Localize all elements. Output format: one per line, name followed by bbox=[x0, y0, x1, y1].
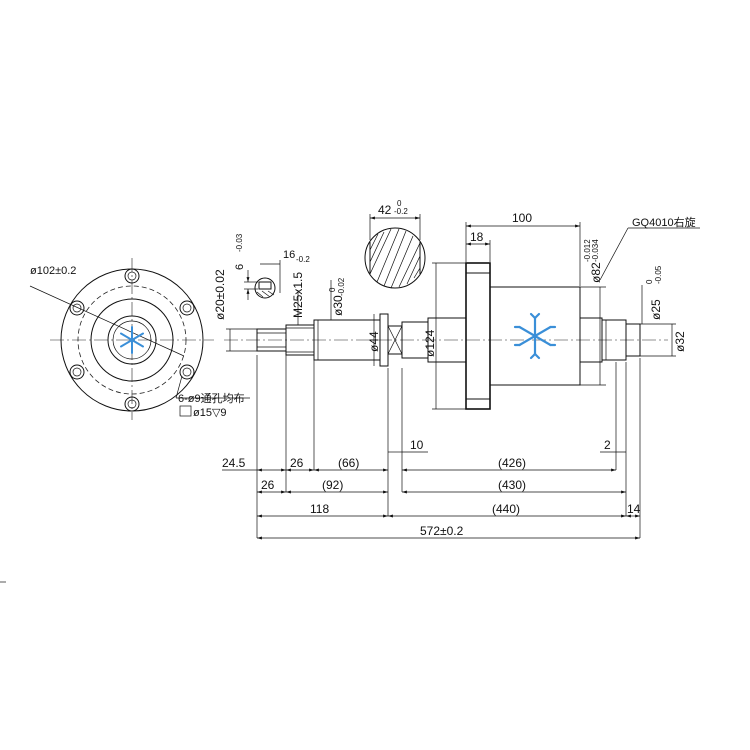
flange-thickness-label: 18 bbox=[470, 230, 484, 244]
flange-diameter-label: ø102±0.2 bbox=[30, 265, 76, 277]
dim-426: (426) bbox=[498, 456, 526, 470]
key-width-label: 6 bbox=[234, 264, 246, 270]
top-dimensions: 100 18 GQ4010右旋 bbox=[465, 211, 700, 286]
dim-118: 118 bbox=[310, 502, 329, 516]
flange-end-view: ø102±0.2 6-ø9通孔均布 ø15▽9 bbox=[29, 258, 250, 420]
bottom-dimensions: 24.5 26 (66) 10 (426) 2 26 (92) (430) 11… bbox=[222, 355, 641, 540]
dim-66: (66) bbox=[338, 456, 359, 470]
d82-tol-upper: -0.012 bbox=[583, 239, 592, 262]
nut-section: 42 0 -0.2 bbox=[364, 199, 426, 289]
nut-width-tol-lower: -0.2 bbox=[394, 207, 408, 216]
key-length-label: 16 bbox=[283, 249, 295, 261]
d124-label: ø124 bbox=[423, 329, 437, 357]
dim-430: (430) bbox=[498, 478, 526, 492]
holes-label: 6-ø9通孔均布 bbox=[178, 392, 245, 405]
dim-10: 10 bbox=[410, 438, 424, 452]
dim-440: (440) bbox=[492, 502, 520, 516]
d82-tol-lower: -0.034 bbox=[591, 239, 600, 262]
nut-width-label: 42 bbox=[378, 203, 392, 217]
nut-width-tol-upper: 0 bbox=[397, 199, 402, 208]
d32-label: ø32 bbox=[673, 331, 687, 352]
d30-tol-upper: 0 bbox=[328, 287, 337, 292]
dim-92: (92) bbox=[322, 478, 343, 492]
d44-label: ø44 bbox=[367, 331, 381, 352]
d30-tol-lower: -0.02 bbox=[337, 277, 346, 296]
d82-label: ø82 bbox=[589, 262, 603, 283]
m25-label: M25x1.5 bbox=[291, 272, 305, 318]
dim-2: 2 bbox=[604, 438, 611, 452]
dim-26-b: 26 bbox=[261, 478, 275, 492]
bolt-holes bbox=[69, 268, 195, 412]
d30-label: ø30 bbox=[331, 295, 345, 316]
key-section: 6 -0.03 16 -0.2 bbox=[234, 233, 310, 300]
shaft-labels: ø20±0.02 M25x1.5 ø30 0 -0.02 ø44 ø124 ø8… bbox=[213, 239, 687, 410]
counterbore-label: ø15▽9 bbox=[193, 407, 227, 419]
d25-tol-lower: -0.05 bbox=[654, 265, 663, 284]
model-label: GQ4010右旋 bbox=[632, 215, 696, 229]
d25-label: ø25 bbox=[649, 299, 663, 320]
d20-label: ø20±0.02 bbox=[213, 269, 227, 320]
nut-length-label: 100 bbox=[512, 211, 532, 225]
dim-total: 572±0.2 bbox=[420, 524, 464, 538]
dim-26-a: 26 bbox=[290, 456, 304, 470]
key-length-tol: -0.2 bbox=[296, 255, 310, 264]
snowflake-icon bbox=[513, 312, 557, 360]
dim-14: 14 bbox=[627, 502, 641, 516]
snowflake-icon bbox=[120, 326, 144, 354]
shaft-side-view bbox=[224, 262, 668, 410]
d25-tol-upper: 0 bbox=[645, 279, 654, 284]
dim-24-5: 24.5 bbox=[222, 456, 246, 470]
key-width-tol: -0.03 bbox=[235, 233, 244, 252]
